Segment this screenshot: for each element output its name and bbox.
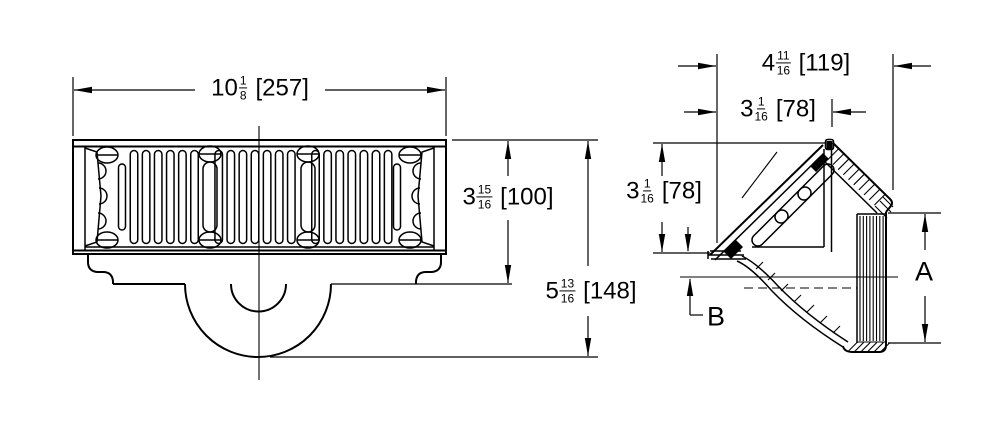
front-view-grate xyxy=(72,126,447,380)
front-view-body xyxy=(87,254,442,358)
frame-section-band xyxy=(819,142,894,219)
left-anchor-bracket xyxy=(84,147,108,247)
side-view xyxy=(680,138,898,353)
lower-wall xyxy=(736,255,849,348)
outlet-inner xyxy=(230,283,287,313)
dim-whole: 3 xyxy=(462,183,476,210)
side-dimensions xyxy=(653,54,941,344)
front-dimensions xyxy=(72,77,598,358)
interior-cavity xyxy=(680,163,898,289)
top-vertex xyxy=(810,138,835,252)
grate-slots xyxy=(129,149,393,245)
dim-whole: 5 xyxy=(545,277,559,304)
grate-screw-slots xyxy=(117,161,402,233)
dim-whole: 4 xyxy=(761,49,776,76)
outlet-dome xyxy=(184,283,332,358)
dim-whole: 3 xyxy=(740,95,754,122)
grate-screws xyxy=(95,145,422,249)
label-invert-b: B xyxy=(703,301,729,333)
bottom-cap xyxy=(842,342,891,353)
dim-metric: [100] xyxy=(500,183,554,210)
face-centerline-tick xyxy=(741,151,778,199)
dim-whole: 3 xyxy=(626,177,640,204)
threaded-outlet xyxy=(856,212,887,345)
right-anchor-bracket xyxy=(411,147,435,247)
grate-tip xyxy=(707,240,746,260)
dim-metric: [119] xyxy=(798,49,851,76)
dim-metric: [148] xyxy=(583,277,637,304)
dim-whole: 10 xyxy=(211,74,238,101)
label-outlet-a: A xyxy=(911,256,937,288)
dim-metric: [78] xyxy=(661,177,702,204)
dim-metric: [78] xyxy=(775,95,816,122)
dim-metric: [257] xyxy=(255,74,309,101)
